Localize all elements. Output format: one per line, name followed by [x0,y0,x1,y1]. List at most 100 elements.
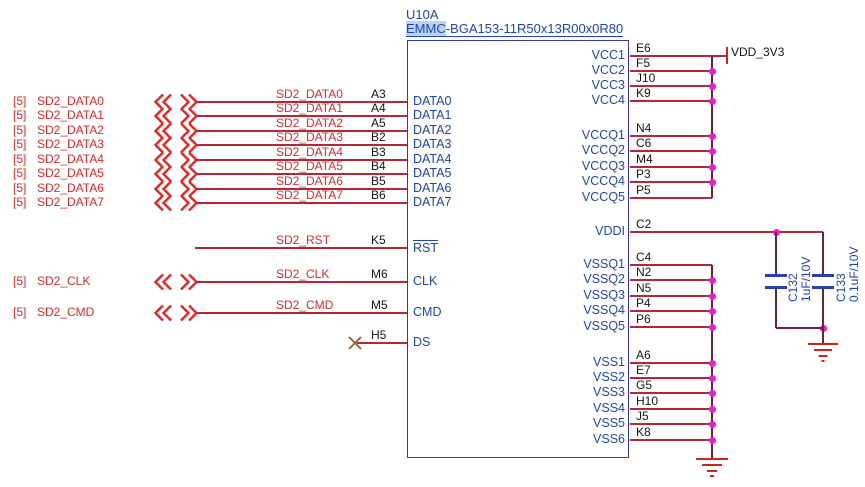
offpage-ref[interactable]: [5] [13,94,27,108]
net-label[interactable]: SD2_DATA3 [276,130,343,144]
wire[interactable] [630,231,823,233]
vcc-bus-wire[interactable] [711,56,713,198]
wire[interactable] [197,173,407,175]
pin-number: N4 [636,121,652,135]
wire[interactable] [197,159,407,161]
offpage-net-label[interactable]: SD2_CMD [37,305,95,319]
offpage-ref[interactable]: [5] [13,305,27,319]
net-label[interactable]: SD2_DATA2 [276,116,343,130]
junction-dot [708,436,716,444]
wire[interactable] [630,423,712,425]
offpage-net-label[interactable]: SD2_DATA3 [37,137,104,151]
wire[interactable] [630,135,712,137]
offpage-net-label[interactable]: SD2_DATA7 [37,195,104,209]
net-label[interactable]: SD2_DATA1 [276,101,343,115]
wire[interactable] [630,85,712,87]
offpage-ref[interactable]: [5] [13,123,27,137]
wire[interactable] [776,327,823,329]
pin-name: VCC2 [591,63,625,77]
offpage-ref[interactable]: [5] [13,166,27,180]
capacitor-value[interactable]: 1uF/10V [799,256,813,302]
pin-name: DATA7 [413,195,452,209]
net-label[interactable]: SD2_DATA6 [276,174,343,188]
pin-number: H10 [636,394,659,408]
capacitor-c132-plate[interactable] [765,274,787,277]
component-part-number[interactable]: EMMC-BGA153-11R50x13R00x0R80 [406,21,624,37]
wire[interactable] [197,144,407,146]
offpage-net-label[interactable]: SD2_DATA1 [37,108,104,122]
offpage-ref[interactable]: [5] [13,108,27,122]
wire[interactable] [630,392,712,394]
capacitor-value[interactable]: 0.1uF/10V [847,246,861,302]
wire[interactable] [197,101,407,103]
capacitor-c133-lead[interactable] [822,232,824,275]
capacitor-c132-lead[interactable] [775,232,777,275]
power-symbol-icon[interactable] [726,47,728,64]
wire[interactable] [630,408,712,410]
offpage-net-label[interactable]: SD2_DATA6 [37,181,104,195]
net-label[interactable]: SD2_DATA4 [276,145,343,159]
wire[interactable] [630,100,712,102]
wire[interactable] [197,130,407,132]
junction-dot [708,359,716,367]
part-number-rest: -BGA153-11R50x13R00x0R80 [445,21,624,36]
pin-number: J5 [636,409,649,423]
net-label[interactable]: SD2_DATA0 [276,87,343,101]
net-label[interactable]: SD2_CLK [276,267,330,281]
wire[interactable] [195,247,407,249]
net-label[interactable]: SD2_DATA5 [276,159,343,173]
wire[interactable] [630,439,712,441]
wire[interactable] [630,264,712,266]
wire[interactable] [197,115,407,117]
offpage-ref[interactable]: [5] [13,181,27,195]
pin-number: A3 [371,87,386,101]
offpage-net-label[interactable]: SD2_DATA0 [37,94,104,108]
wire[interactable] [630,295,712,297]
offpage-connector-icon[interactable] [154,194,198,212]
net-label[interactable]: SD2_CMD [276,298,334,312]
wire[interactable] [630,310,712,312]
capacitor-c133-lead[interactable] [822,289,824,343]
emmc-component-body[interactable] [407,40,629,458]
wire[interactable] [630,55,727,57]
offpage-net-label[interactable]: SD2_DATA2 [37,123,104,137]
pin-number: K9 [636,86,651,100]
offpage-net-label[interactable]: SD2_DATA4 [37,152,104,166]
wire[interactable] [630,70,712,72]
wire[interactable] [630,166,712,168]
wire[interactable] [630,326,712,328]
junction-dot [708,405,716,413]
no-connect-icon[interactable] [348,336,362,350]
offpage-net-label[interactable]: SD2_DATA5 [37,166,104,180]
capacitor-c132-lead[interactable] [775,289,777,328]
wire[interactable] [630,197,712,199]
wire[interactable] [357,342,407,344]
wire[interactable] [197,188,407,190]
component-refdes[interactable]: U10A [406,7,439,22]
wire[interactable] [630,150,712,152]
pin-name: VSSQ4 [583,303,625,317]
capacitor-c133-plate[interactable] [812,274,834,277]
capacitor-c132-plate[interactable] [765,286,787,289]
offpage-connector-icon[interactable] [154,304,198,322]
offpage-ref[interactable]: [5] [13,152,27,166]
offpage-connector-icon[interactable] [154,273,198,291]
junction-dot [708,132,716,140]
wire[interactable] [630,279,712,281]
wire[interactable] [630,377,712,379]
capacitor-c133-plate[interactable] [812,286,834,289]
wire[interactable] [630,362,712,364]
net-label[interactable]: SD2_RST [276,233,331,247]
wire[interactable] [197,281,407,283]
net-label[interactable]: SD2_DATA7 [276,188,343,202]
wire[interactable] [197,202,407,204]
offpage-ref[interactable]: [5] [13,274,27,288]
offpage-ref[interactable]: [5] [13,195,27,209]
offpage-net-label[interactable]: SD2_CLK [37,274,91,288]
wire[interactable] [630,181,712,183]
wire[interactable] [197,312,407,314]
offpage-ref[interactable]: [5] [13,137,27,151]
pin-number: C2 [636,217,652,231]
power-net-label[interactable]: VDD_3V3 [731,45,785,59]
pin-number: E6 [636,41,651,55]
